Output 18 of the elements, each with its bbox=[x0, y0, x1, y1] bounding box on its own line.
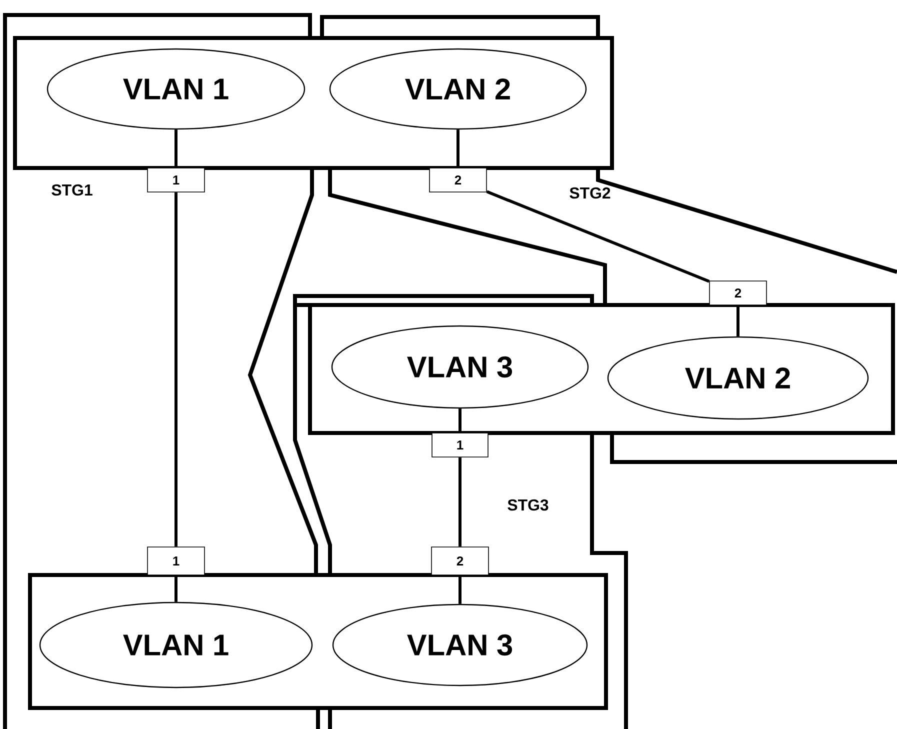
group-label: STG2 bbox=[570, 187, 610, 199]
port-box: 1 bbox=[147, 168, 205, 192]
port-box: 1 bbox=[432, 432, 488, 458]
link-line bbox=[174, 130, 178, 168]
group-label: STG1 bbox=[52, 184, 92, 196]
link-line bbox=[458, 408, 462, 433]
link-line bbox=[174, 575, 178, 602]
link-line bbox=[174, 192, 178, 547]
port-box: 2 bbox=[431, 546, 489, 576]
link-line bbox=[486, 190, 710, 283]
port-box: 1 bbox=[147, 546, 205, 576]
link-line bbox=[458, 575, 462, 604]
link-line bbox=[736, 305, 740, 336]
port-box: 2 bbox=[429, 168, 487, 192]
group-label: STG3 bbox=[508, 499, 548, 511]
link-line bbox=[458, 457, 462, 547]
link-line bbox=[456, 130, 460, 168]
port-box: 2 bbox=[709, 280, 767, 306]
